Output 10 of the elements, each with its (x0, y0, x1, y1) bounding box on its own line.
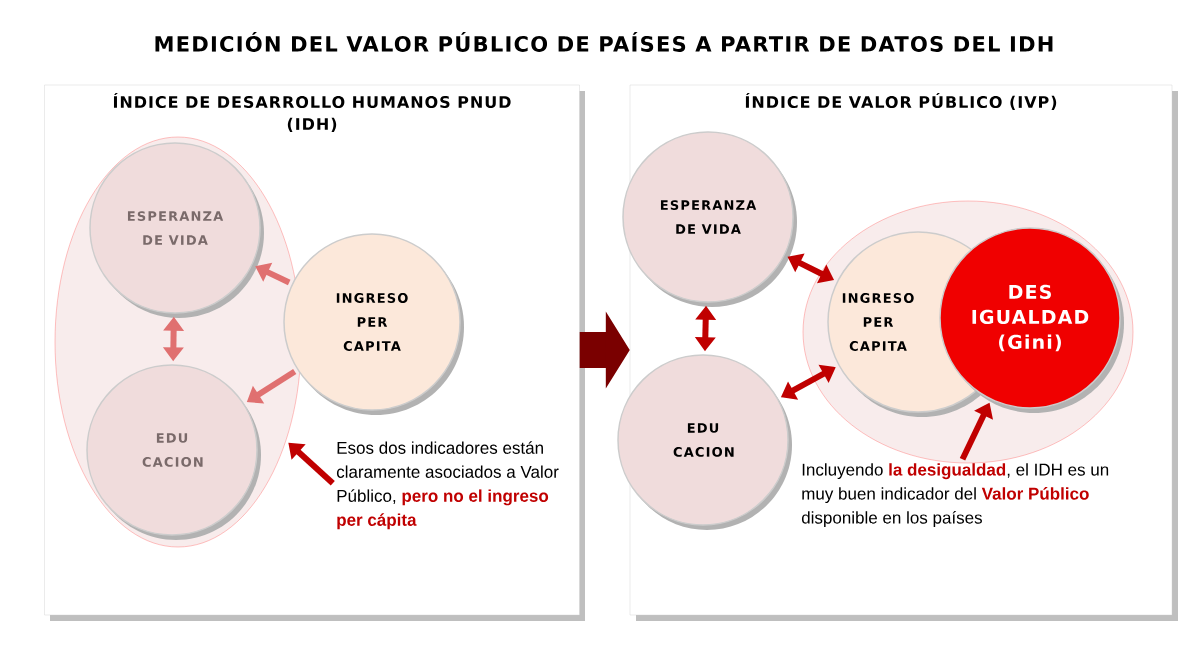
circle-node: ESPERANZA DE VIDA (622, 131, 797, 307)
circle-node: EDU CACION (617, 354, 792, 530)
note-text: Esos dos indicadores están claramente asociados a Valor Público, pero no el ingreso per cápita (336, 441, 559, 530)
circle-node: INGRESO PER CAPITA (283, 233, 464, 415)
circle-node: EDU CACION (86, 364, 261, 540)
circle-node: ESPERANZA DE VIDA (89, 142, 264, 318)
title: MEDICIÓN DEL VALOR PÚBLICO DE PAÍSES A PARTIR DE DATOS DEL IDH (155, 32, 1053, 52)
circle-node: DES IGUALDAD (Gini) (939, 227, 1124, 413)
arrow (288, 442, 335, 486)
note-text: Incluyendo la desigualdad, el IDH es un muy buen indicador del Valor Público disponible en los países (801, 463, 1109, 528)
